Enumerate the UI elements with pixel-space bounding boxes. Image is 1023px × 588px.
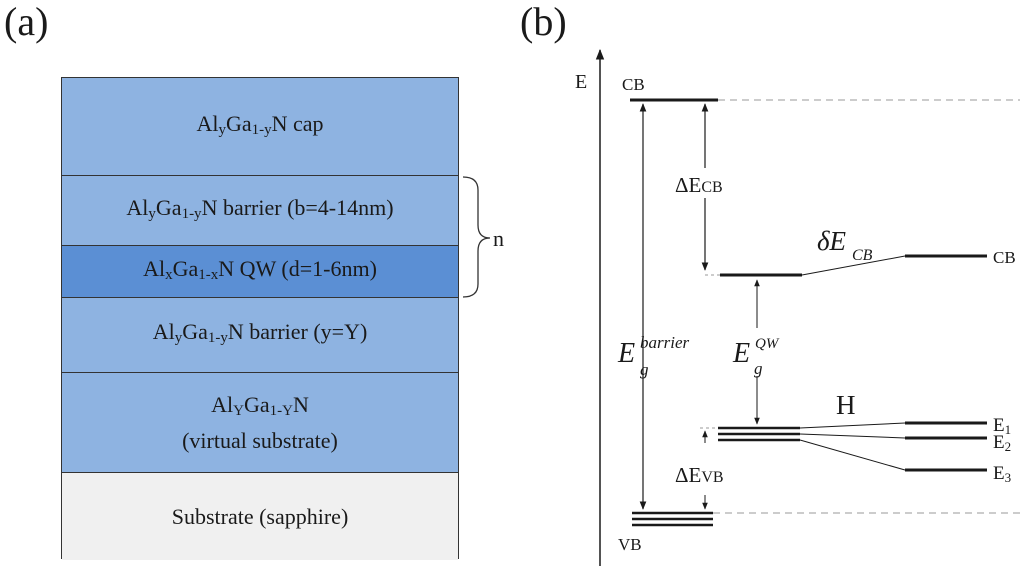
hole-level-e2-label: E2 xyxy=(993,432,1011,454)
period-brace xyxy=(462,176,491,298)
eg-qw-sup: QW xyxy=(755,336,780,352)
layer-cap: AlyGa1-yN cap xyxy=(62,78,458,176)
layer-virtual-substrate: AlYGa1-YN (virtual substrate) xyxy=(62,373,458,473)
layer-substrate: Substrate (sapphire) xyxy=(62,473,458,560)
cb-shift-line xyxy=(801,255,906,276)
layer-label: AlYGa1-YN xyxy=(211,391,309,419)
hole-level-e3-label: E3 xyxy=(993,463,1011,485)
shifted-cb-label: CB xyxy=(993,248,1016,267)
barrier-cb-label: CB xyxy=(622,75,645,94)
layer-label: AlxGa1-xN QW (d=1-6nm) xyxy=(143,255,377,283)
panel-b-label: (b) xyxy=(520,0,567,44)
hole-level-e1-label: E1 xyxy=(993,415,1011,437)
delta-cb-shift-label: δE xyxy=(817,226,847,256)
hole-group-label: H xyxy=(836,390,856,420)
layer-label: Substrate (sapphire) xyxy=(171,503,349,529)
barrier-vb-label: VB xyxy=(618,535,642,554)
eg-barrier-label: E xyxy=(617,338,635,369)
delta-cb-shift-sub: CB xyxy=(852,247,873,264)
layer-qw: AlxGa1-xN QW (d=1-6nm) xyxy=(62,246,458,298)
eg-barrier-sub: g xyxy=(640,360,649,379)
period-label: n xyxy=(493,226,504,251)
layer-barrier-top: AlyGa1-yN barrier (b=4-14nm) xyxy=(62,176,458,246)
eg-barrier-sup: barrier xyxy=(640,333,690,352)
layer-barrier-bottom: AlyGa1-yN barrier (y=Y) xyxy=(62,298,458,373)
delta-evb-label: ΔEVB xyxy=(675,463,724,487)
hole-connector xyxy=(799,433,906,439)
eg-qw-label: E xyxy=(732,338,750,369)
delta-ecb-label: ΔECB xyxy=(675,173,723,197)
layer-label: AlyGa1-yN barrier (y=Y) xyxy=(152,319,368,346)
hole-connector xyxy=(799,439,906,471)
energy-axis-label: E xyxy=(575,71,587,93)
panel-a-label: (a) xyxy=(4,0,49,44)
layer-label-line2: (virtual substrate) xyxy=(182,427,338,453)
hole-connector xyxy=(799,422,906,429)
layer-label: AlyGa1-yN cap xyxy=(196,110,324,138)
eg-qw-sub: g xyxy=(754,359,763,378)
layer-label: AlyGa1-yN barrier (b=4-14nm) xyxy=(126,194,394,222)
